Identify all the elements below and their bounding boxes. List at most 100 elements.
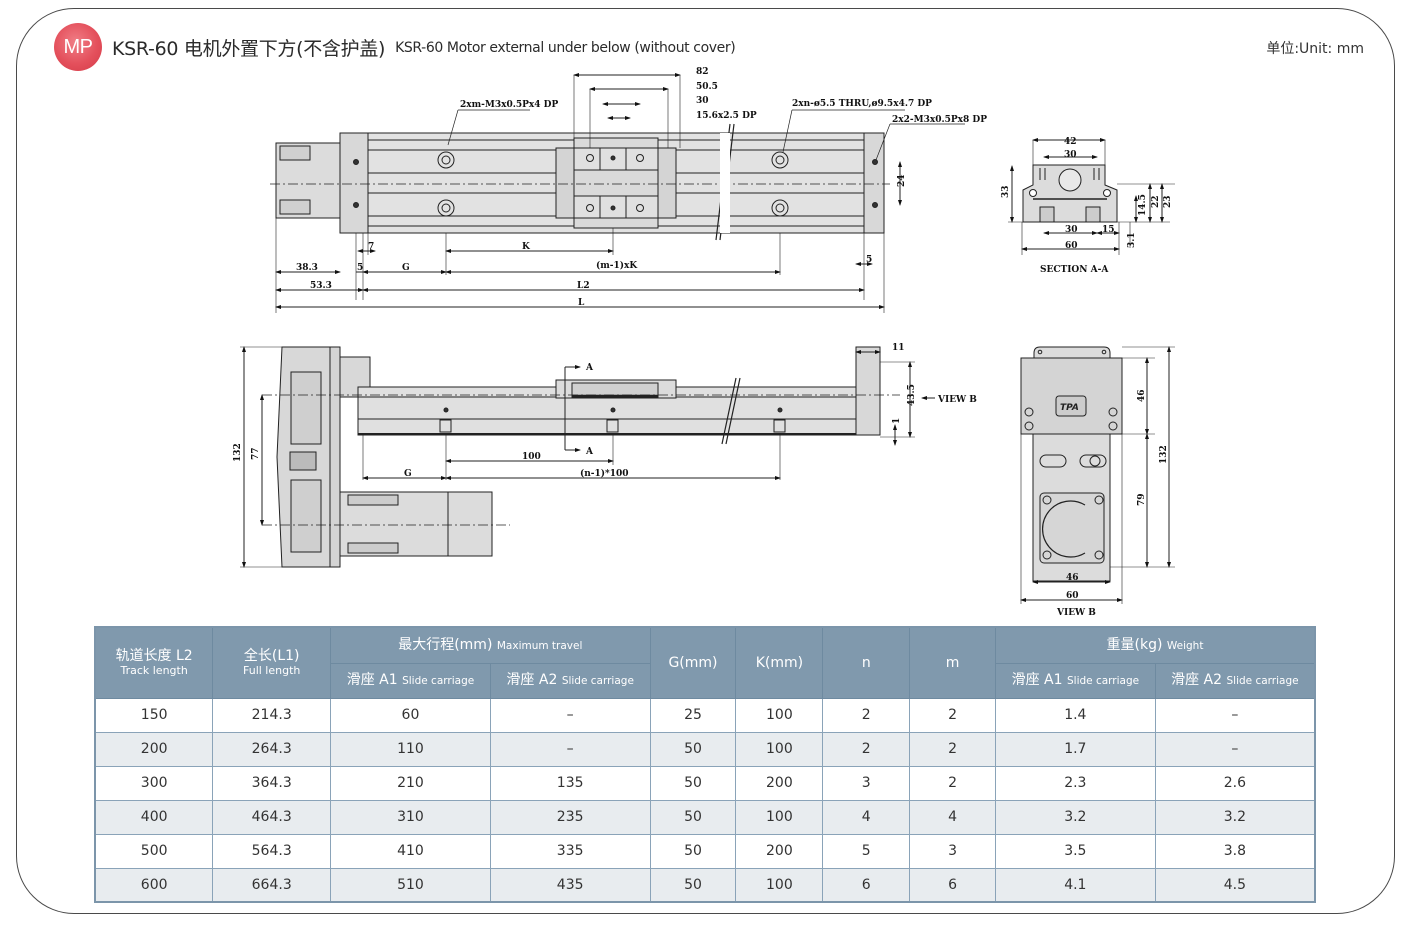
cell-k: 200: [735, 765, 824, 801]
section-a-top: A: [585, 363, 594, 373]
cell-travel-a2: –: [489, 697, 651, 733]
dim-33: 33: [1001, 185, 1011, 198]
dim-5-right: 5: [866, 255, 872, 265]
cell-weight-a2: 3.8: [1154, 833, 1316, 869]
dim-60: 60: [1065, 241, 1078, 251]
cell-n: 6: [822, 867, 911, 903]
cell-k: 100: [735, 867, 824, 903]
cell-weight-a1: 1.4: [994, 697, 1156, 733]
cell-n: 3: [822, 765, 911, 801]
cell-full-length: 364.3: [212, 765, 332, 801]
cell-track-length: 300: [94, 765, 214, 801]
dim-15: 15: [1102, 225, 1115, 235]
top-view: [270, 73, 965, 313]
table-header-row-1: 轨道长度 L2 Track length 全长(L1) Full length …: [94, 626, 1316, 699]
left-end-plate: [339, 132, 369, 234]
cell-weight-a2: –: [1154, 697, 1316, 733]
cell-track-length: 400: [94, 799, 214, 835]
dim-82: 82: [696, 67, 709, 77]
dim-100: 100: [522, 452, 541, 462]
th-weight: 重量(kg) Weight: [994, 626, 1316, 664]
cell-m: 3: [909, 833, 996, 869]
cell-k: 100: [735, 731, 824, 767]
cell-travel-a2: –: [489, 731, 651, 767]
view-b-title: VIEW B: [1056, 608, 1096, 618]
th-weight-a1: 滑座 A1 Slide carriage: [994, 662, 1156, 699]
cell-full-length: 464.3: [212, 799, 332, 835]
page-header: MP KSR-60 电机外置下方(不含护盖) KSR-60 Motor exte…: [54, 23, 736, 71]
page-title-cn: KSR-60 电机外置下方(不含护盖): [112, 37, 386, 60]
section-a-bottom: A: [585, 447, 594, 457]
dim-30-top: 30: [1064, 150, 1077, 160]
cell-m: 2: [909, 697, 996, 733]
cell-full-length: 564.3: [212, 833, 332, 869]
cell-m: 4: [909, 799, 996, 835]
dim-43-5: 43.5: [907, 384, 917, 406]
page-title-en: KSR-60 Motor external under below (witho…: [395, 40, 736, 56]
dim-g-side: G: [404, 469, 412, 479]
cell-weight-a1: 3.5: [994, 833, 1156, 869]
cell-travel-a2: 235: [489, 799, 651, 835]
view-b: [1020, 346, 1175, 604]
mp-badge: MP: [54, 23, 102, 71]
dim-14-5: 14.5: [1138, 194, 1148, 216]
top-view-labels: 82 50.5 30 15.6x2.5 DP 2xm-M3x0.5Px4 DP …: [296, 67, 987, 308]
dim-n-1-100: (n-1)*100: [580, 468, 629, 479]
cell-g: 50: [649, 833, 737, 869]
cell-travel-a1: 510: [330, 867, 491, 903]
th-n: n: [822, 626, 911, 699]
dim-15-6: 15.6x2.5 DP: [696, 111, 757, 121]
page-frame: [16, 8, 1395, 914]
dim-30: 30: [696, 96, 709, 106]
dim-g: G: [402, 263, 410, 273]
cell-weight-a1: 3.2: [994, 799, 1156, 835]
dim-77: 77: [251, 447, 261, 460]
dim-23: 23: [1163, 195, 1173, 208]
note-left: 2xm-M3x0.5Px4 DP: [460, 100, 558, 110]
dim-1: 1: [892, 418, 902, 424]
th-full-length: 全长(L1) Full length: [212, 626, 332, 699]
dim-79: 79: [1137, 493, 1147, 506]
dim-l2: L2: [577, 281, 590, 291]
cell-track-length: 150: [94, 697, 214, 733]
cell-full-length: 214.3: [212, 697, 332, 733]
cell-k: 100: [735, 697, 824, 733]
cell-k: 200: [735, 833, 824, 869]
dim-42: 42: [1064, 137, 1077, 147]
dim-22: 22: [1151, 195, 1161, 208]
cell-full-length: 664.3: [212, 867, 332, 903]
dim-24: 24: [897, 174, 907, 187]
dim-60-view-b: 60: [1066, 591, 1079, 601]
cell-weight-a1: 2.3: [994, 765, 1156, 801]
view-b-labels: TPA 46 132 79 46 60 VIEW B: [1056, 389, 1169, 618]
cell-track-length: 500: [94, 833, 214, 869]
note-mid: 2xn-ø5.5 THRU,ø9.5x4.7 DP: [792, 99, 932, 109]
dim-46-vertical: 46: [1137, 389, 1147, 402]
note-right: 2x2-M3x0.5Px8 DP: [892, 115, 987, 125]
dim-53-3: 53.3: [310, 281, 332, 291]
dim-m-1-k: (m-1)xK: [596, 260, 638, 271]
view-b-arrow-label: VIEW B: [937, 395, 977, 405]
cell-k: 100: [735, 799, 824, 835]
cell-g: 50: [649, 731, 737, 767]
cell-track-length: 600: [94, 867, 214, 903]
cell-weight-a2: 2.6: [1154, 765, 1316, 801]
cell-n: 2: [822, 731, 911, 767]
cell-weight-a1: 1.7: [994, 731, 1156, 767]
table-header-row-2: 滑座 A1 Slide carriage 滑座 A2 Slide carriag…: [95, 662, 1316, 699]
cell-travel-a1: 210: [330, 765, 491, 801]
th-k: K(mm): [735, 626, 824, 699]
dim-50-5: 50.5: [696, 82, 718, 92]
cell-full-length: 264.3: [212, 731, 332, 767]
dim-l: L: [578, 298, 585, 308]
cell-g: 50: [649, 867, 737, 903]
cell-weight-a1: 4.1: [994, 867, 1156, 903]
th-g: G(mm): [649, 626, 737, 699]
th-max-travel: 最大行程(mm) Maximum travel: [330, 626, 651, 664]
cell-n: 5: [822, 833, 911, 869]
